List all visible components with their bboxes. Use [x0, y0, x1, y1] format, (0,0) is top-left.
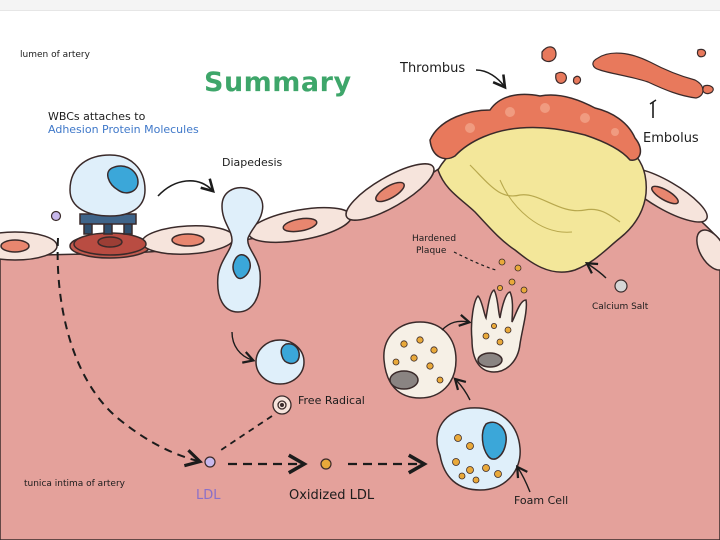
- hardened-plaque-label-line2: Plaque: [416, 246, 447, 256]
- hardened-plaque-label-line1: Hardened: [412, 234, 457, 244]
- window-top-bar: [0, 0, 720, 11]
- slide-title: Summary: [204, 67, 352, 98]
- ldl-particle-surface: [50, 210, 62, 222]
- endothelial-cell-nucleus: [375, 181, 405, 203]
- foam-cell-label: Foam Cell: [514, 494, 569, 507]
- calcium-salt-label: Calcium Salt: [592, 302, 649, 312]
- foam-cell: [436, 407, 521, 491]
- wbc-label-line1: WBCs attaches to: [48, 110, 146, 123]
- endothelial-cell-nucleus: [0, 239, 30, 253]
- free-radical: [272, 395, 292, 415]
- diapedesis-cell: [216, 186, 264, 313]
- endothelial-cell-nucleus: [171, 233, 205, 247]
- tunica-intima-label: tunica intima of artery: [24, 479, 125, 489]
- endothelial-cell-nucleus: [282, 217, 318, 233]
- lumen-label: lumen of artery: [20, 50, 90, 60]
- released-lipids: [496, 258, 528, 294]
- ldl-particle: [204, 456, 216, 468]
- endothelial-cell-nucleus: [651, 185, 679, 205]
- wbc-label-line2: Adhesion Protein Molecules: [48, 123, 199, 136]
- diapedesis-label: Diapedesis: [222, 156, 283, 169]
- monocyte: [255, 339, 305, 385]
- embolus-fragments: [541, 46, 714, 99]
- wbc-adhesion: [69, 154, 147, 256]
- embolus-label: Embolus: [643, 131, 699, 146]
- ruptured-foam-cell: [470, 289, 528, 373]
- oxidized-ldl-particle: [320, 458, 332, 470]
- thrombus-label: Thrombus: [400, 61, 466, 76]
- thrombus: [429, 93, 642, 161]
- ldl-entry-path: [56, 237, 204, 468]
- calcium-salt-particle: [614, 279, 628, 293]
- ldl-label: LDL: [196, 488, 221, 503]
- oxidized-ldl-label: Oxidized LDL: [289, 488, 375, 503]
- free-radical-label: Free Radical: [298, 394, 365, 407]
- lipid-laden-cell: [383, 321, 457, 399]
